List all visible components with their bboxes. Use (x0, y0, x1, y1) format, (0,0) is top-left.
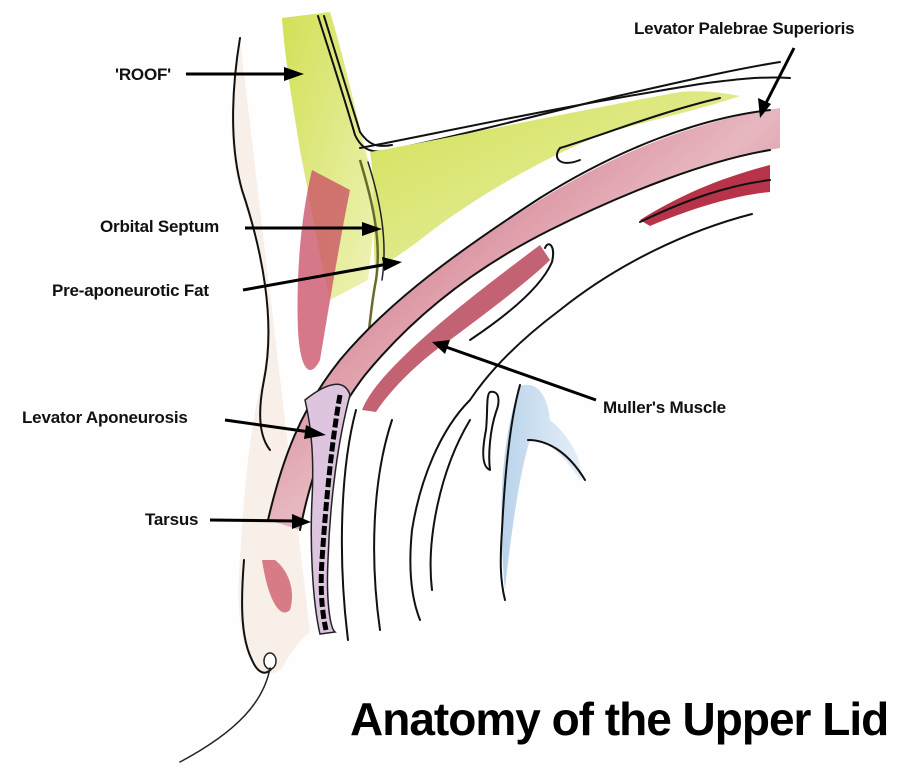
label-pre-aponeurotic-fat: Pre-aponeurotic Fat (52, 281, 209, 300)
arrow-tarsus (209, 518, 298, 523)
label-levator-aponeurosis: Levator Aponeurosis (22, 408, 188, 427)
orbicularis-muscle (297, 170, 350, 370)
arrow-levator-aponeurosis (224, 418, 311, 434)
label-orbital-septum: Orbital Septum (100, 217, 219, 236)
arrowhead-tarsus (292, 514, 311, 529)
pre-aponeurotic-fat-region (370, 91, 740, 270)
lash-follicle (263, 652, 277, 670)
arrow-muller-muscle (445, 345, 597, 402)
label-muller-muscle: Muller's Muscle (603, 398, 726, 417)
muller-muscle-region (362, 245, 550, 412)
lid-margin-vessels (262, 560, 293, 613)
eyelash (179, 667, 271, 763)
arrowhead-levator-aponeurosis (304, 425, 326, 439)
diagram-title: Anatomy of the Upper Lid (350, 693, 888, 745)
label-orbital-septum-group: Orbital Septum (100, 217, 382, 236)
label-muller-muscle-group: Muller's Muscle (432, 340, 726, 417)
label-roof-group: 'ROOF' (115, 65, 304, 84)
orbital-septum-line (358, 159, 379, 341)
arrowhead-pre-aponeurotic-fat (382, 257, 402, 271)
arrowhead-roof (284, 67, 304, 81)
label-tarsus-group: Tarsus (145, 510, 311, 529)
label-pre-aponeurotic-fat-group: Pre-aponeurotic Fat (52, 257, 402, 300)
meibomian-gland (318, 394, 343, 631)
label-roof: 'ROOF' (115, 65, 171, 84)
arrowhead-muller-muscle (432, 340, 450, 354)
arrowhead-orbital-septum (362, 222, 382, 236)
skin-outline (232, 37, 271, 451)
label-levator-palebrae-superioris: Levator Palebrae Superioris (634, 19, 854, 38)
cornea (501, 384, 582, 590)
arrowhead-levator-palebrae (758, 98, 771, 118)
arrow-levator-palebrae (764, 47, 796, 104)
label-levator-aponeurosis-group: Levator Aponeurosis (22, 408, 326, 439)
label-levator-palebrae-group: Levator Palebrae Superioris (634, 19, 855, 118)
levator-muscle-band (268, 108, 780, 530)
label-tarsus: Tarsus (145, 510, 198, 529)
arrow-pre-aponeurotic-fat (242, 262, 389, 292)
